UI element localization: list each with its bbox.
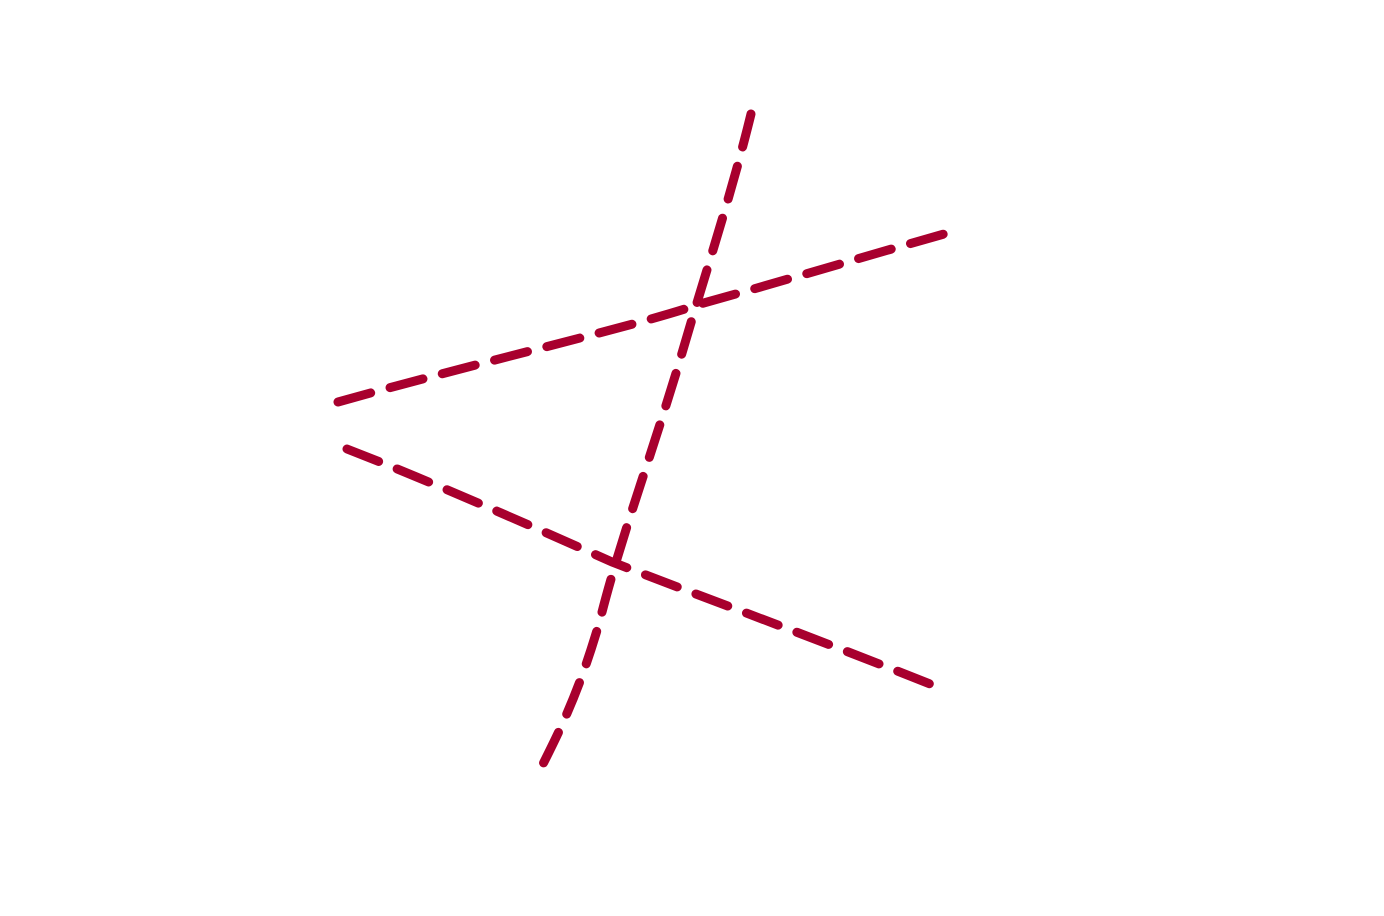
steep-vertical-stroke	[538, 109, 756, 769]
upper-diagonal-stroke	[333, 229, 949, 407]
lower-diagonal-stroke	[342, 444, 945, 693]
